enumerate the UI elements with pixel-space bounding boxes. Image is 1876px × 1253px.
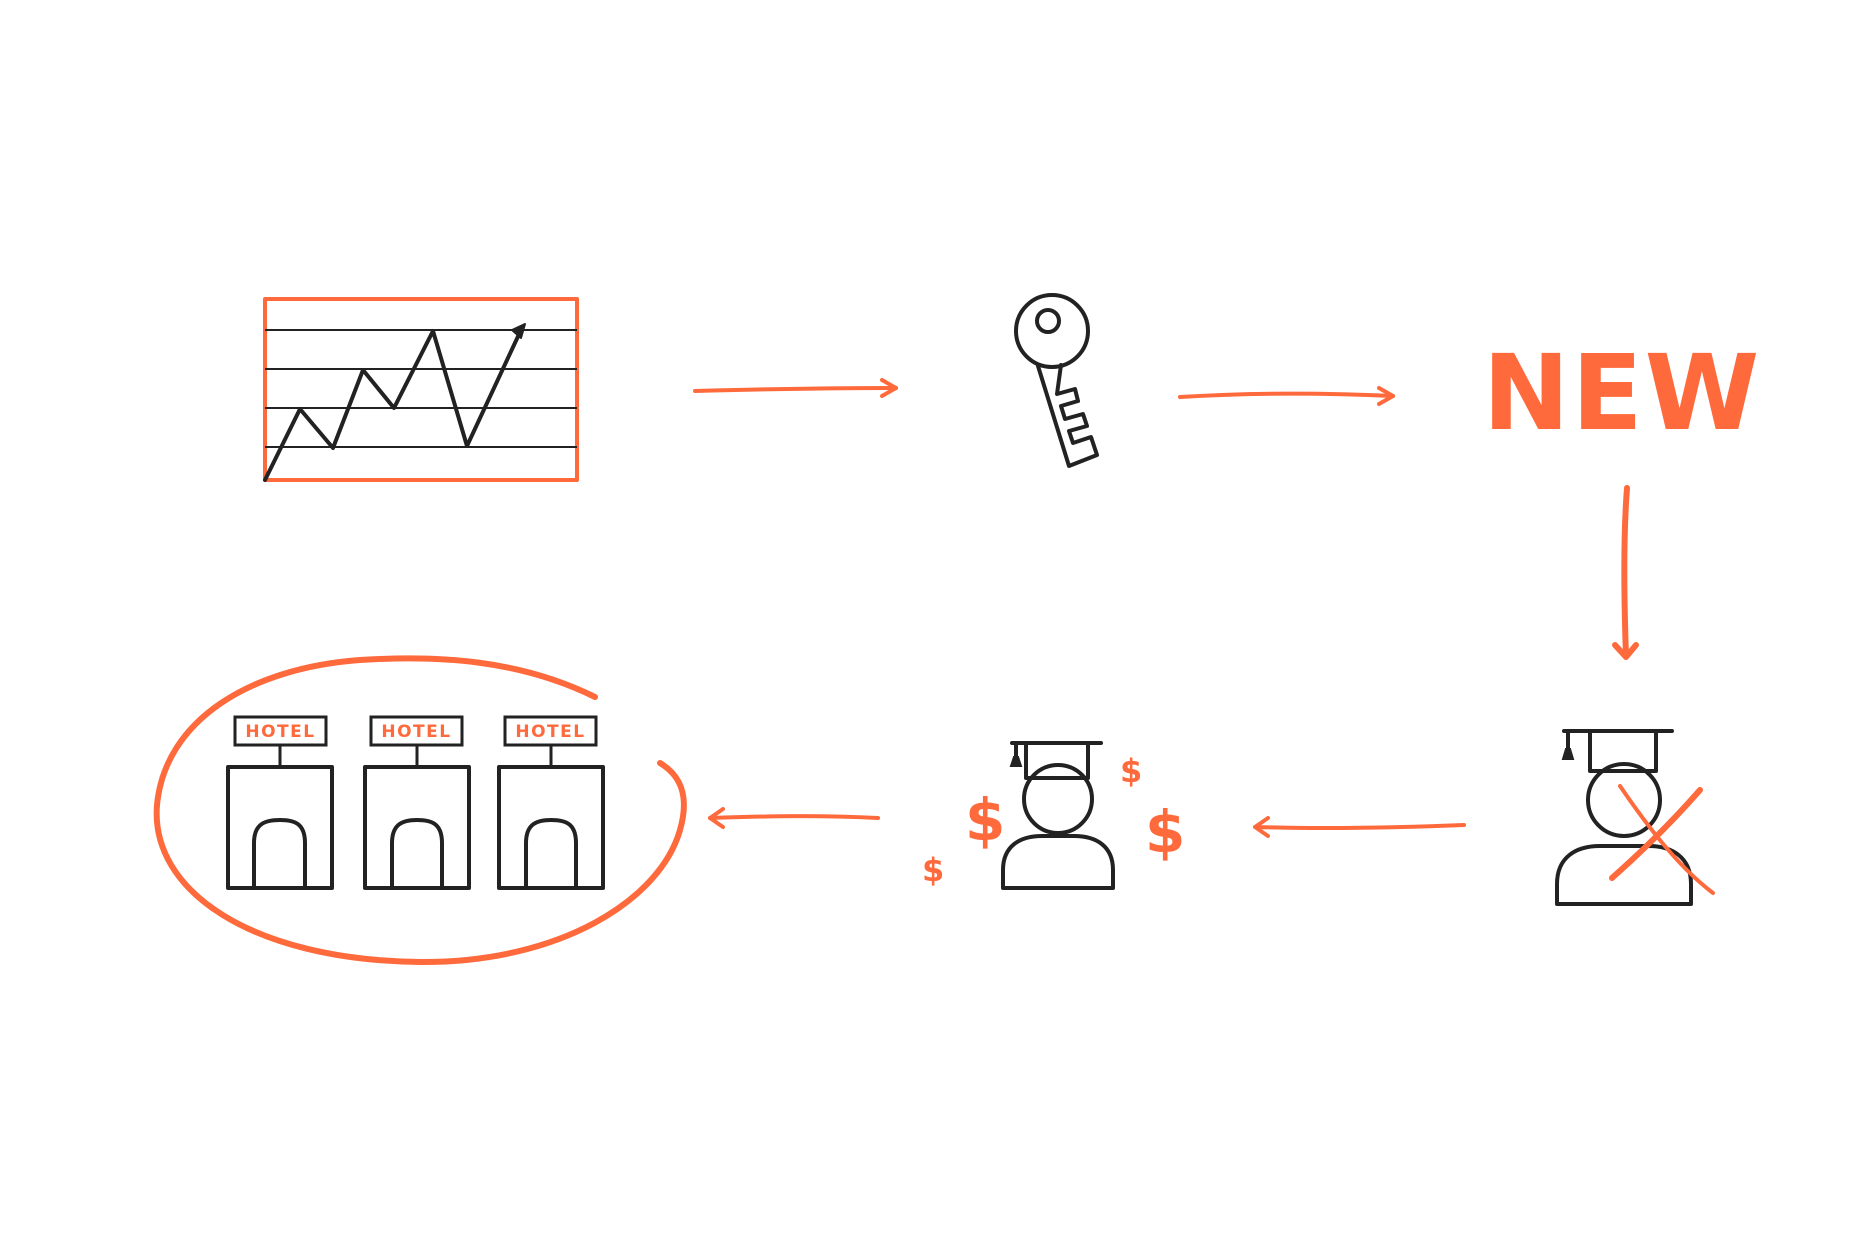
cap-tassel [1561,748,1575,760]
dollar-sign-icon: $ [1120,752,1142,790]
dollar-sign-icon: $ [1145,798,1185,866]
graduate-body [1001,834,1115,890]
hotel-door [524,818,578,890]
hotel-sign-label: HOTEL [245,722,315,742]
new-label: NEW [1483,332,1762,454]
arrow-key-to-new [1178,386,1395,406]
hotel-facade [497,765,605,890]
cap-tassel [1009,756,1023,767]
chart-trend-line [263,328,523,482]
cross-stroke-2 [1618,784,1715,895]
rising-line-chart-icon [263,297,579,482]
hotel-door [390,818,444,890]
cross-stroke-1 [1609,787,1703,881]
arrow-graduate-to-money [1253,816,1466,838]
arrow-money-to-hotels [708,807,880,829]
chart-arrowhead [511,323,526,339]
dollar-sign-icon: $ [965,786,1005,854]
hotel-door [252,818,307,890]
chart-frame [263,297,579,482]
key-shaft [1036,363,1099,468]
arrow-chart-to-key [693,378,898,398]
graduate-with-money-icon: $ $ $ $ [922,741,1185,890]
hotel-buildings-icon: HOTEL HOTEL HOTEL [153,655,687,966]
hotel-facade [226,765,334,890]
hotel-building: HOTEL [363,715,471,890]
hotel-sign-label: HOTEL [381,722,451,742]
cap-body [1024,741,1090,780]
hotel-facade [363,765,471,890]
key-bow [1014,293,1090,369]
key-hole [1035,308,1061,334]
graduate-head [1586,762,1662,838]
dollar-sign-icon: $ [922,851,944,889]
hotel-building: HOTEL [226,715,334,890]
hotels-highlight-circle [153,655,687,966]
graduate-head [1022,763,1094,835]
hotel-sign-label: HOTEL [515,722,585,742]
key-icon [1014,293,1099,468]
graduate-crossed-out-icon [1555,729,1715,906]
arrow-new-to-graduate [1612,485,1639,660]
cap-body [1588,729,1658,773]
hotel-building: HOTEL [497,715,605,890]
